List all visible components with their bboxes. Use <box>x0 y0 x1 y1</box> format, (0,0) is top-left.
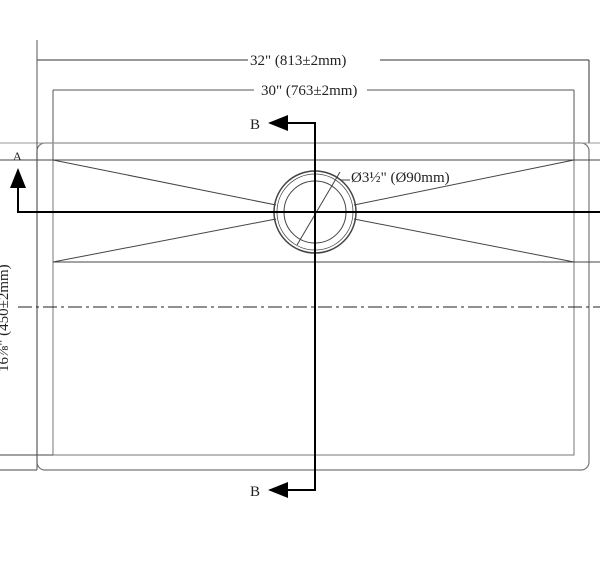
inner-width-label: 30" (763±2mm) <box>261 83 357 99</box>
extension-lines <box>0 40 600 471</box>
depth-label: 16⅞" (450±2mm) <box>0 264 12 372</box>
section-a-line <box>9 168 600 213</box>
section-b-label-top: B <box>250 117 260 133</box>
drain-label: Ø3½" (Ø90mm) <box>351 170 450 186</box>
section-b-line <box>268 115 316 498</box>
inner-width-dimension <box>52 89 575 160</box>
section-a-label: A <box>13 149 22 163</box>
section-b-label-bottom: B <box>250 484 260 500</box>
slope-lines <box>52 159 575 263</box>
outer-width-label: 32" (813±2mm) <box>250 53 346 69</box>
outer-width-dimension <box>36 59 590 143</box>
